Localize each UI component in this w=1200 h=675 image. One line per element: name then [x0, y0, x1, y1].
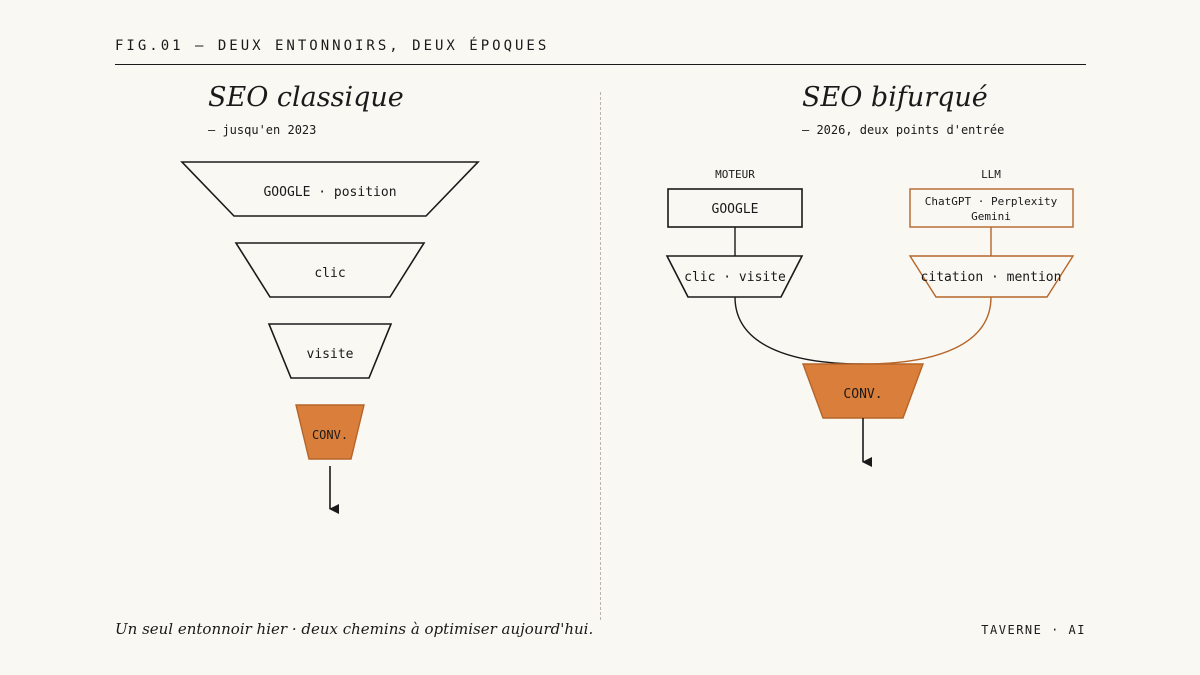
header-rule: [115, 64, 1086, 65]
stage-clic-visite: [665, 255, 804, 298]
funnel-stage-google-label: GOOGLE · position: [263, 185, 396, 200]
merge-curve-moteur: [734, 296, 864, 365]
funnel-stage-google: [180, 161, 480, 217]
stage-citation-label: citation · mention: [921, 270, 1062, 285]
bifurcated-funnel: MOTEUR LLM GOOGLE ChatGPT · Perplexity G…: [665, 168, 1075, 467]
column-divider: [600, 92, 601, 620]
stage-conv-label: CONV.: [843, 387, 882, 402]
figure-label: FIG.01 — DEUX ENTONNOIRS, DEUX ÉPOQUES: [115, 38, 550, 54]
col-label-llm: LLM: [981, 168, 1001, 181]
stage-conv: [801, 363, 925, 419]
funnel-stage-visite-label: visite: [307, 347, 354, 362]
funnel-stage-clic: [234, 242, 426, 298]
footer-note: Un seul entonnoir hier · deux chemins à …: [115, 620, 594, 638]
llm-box-label-line1: ChatGPT · Perplexity: [925, 195, 1058, 208]
left-title: SEO classique: [208, 82, 404, 113]
brand-label: TAVERNE · AI: [981, 623, 1086, 637]
funnel-stage-conv: [295, 404, 365, 460]
right-title: SEO bifurqué: [802, 82, 988, 113]
stage-clic-visite-label: clic · visite: [684, 270, 786, 285]
right-subtitle: — 2026, deux points d'entrée: [802, 123, 1005, 137]
stage-citation: [908, 255, 1075, 298]
left-subtitle: — jusqu'en 2023: [208, 123, 317, 137]
google-box-label: GOOGLE: [712, 202, 759, 217]
col-label-moteur: MOTEUR: [715, 168, 755, 181]
merge-curve-llm: [862, 296, 992, 365]
funnel-stage-clic-label: clic: [314, 266, 345, 281]
funnel-stage-visite: [267, 323, 393, 379]
funnel-stage-conv-label: CONV.: [312, 428, 348, 442]
classic-funnel: GOOGLE · position clic visite CONV.: [180, 161, 480, 514]
llm-box-label-line2: Gemini: [971, 210, 1011, 223]
